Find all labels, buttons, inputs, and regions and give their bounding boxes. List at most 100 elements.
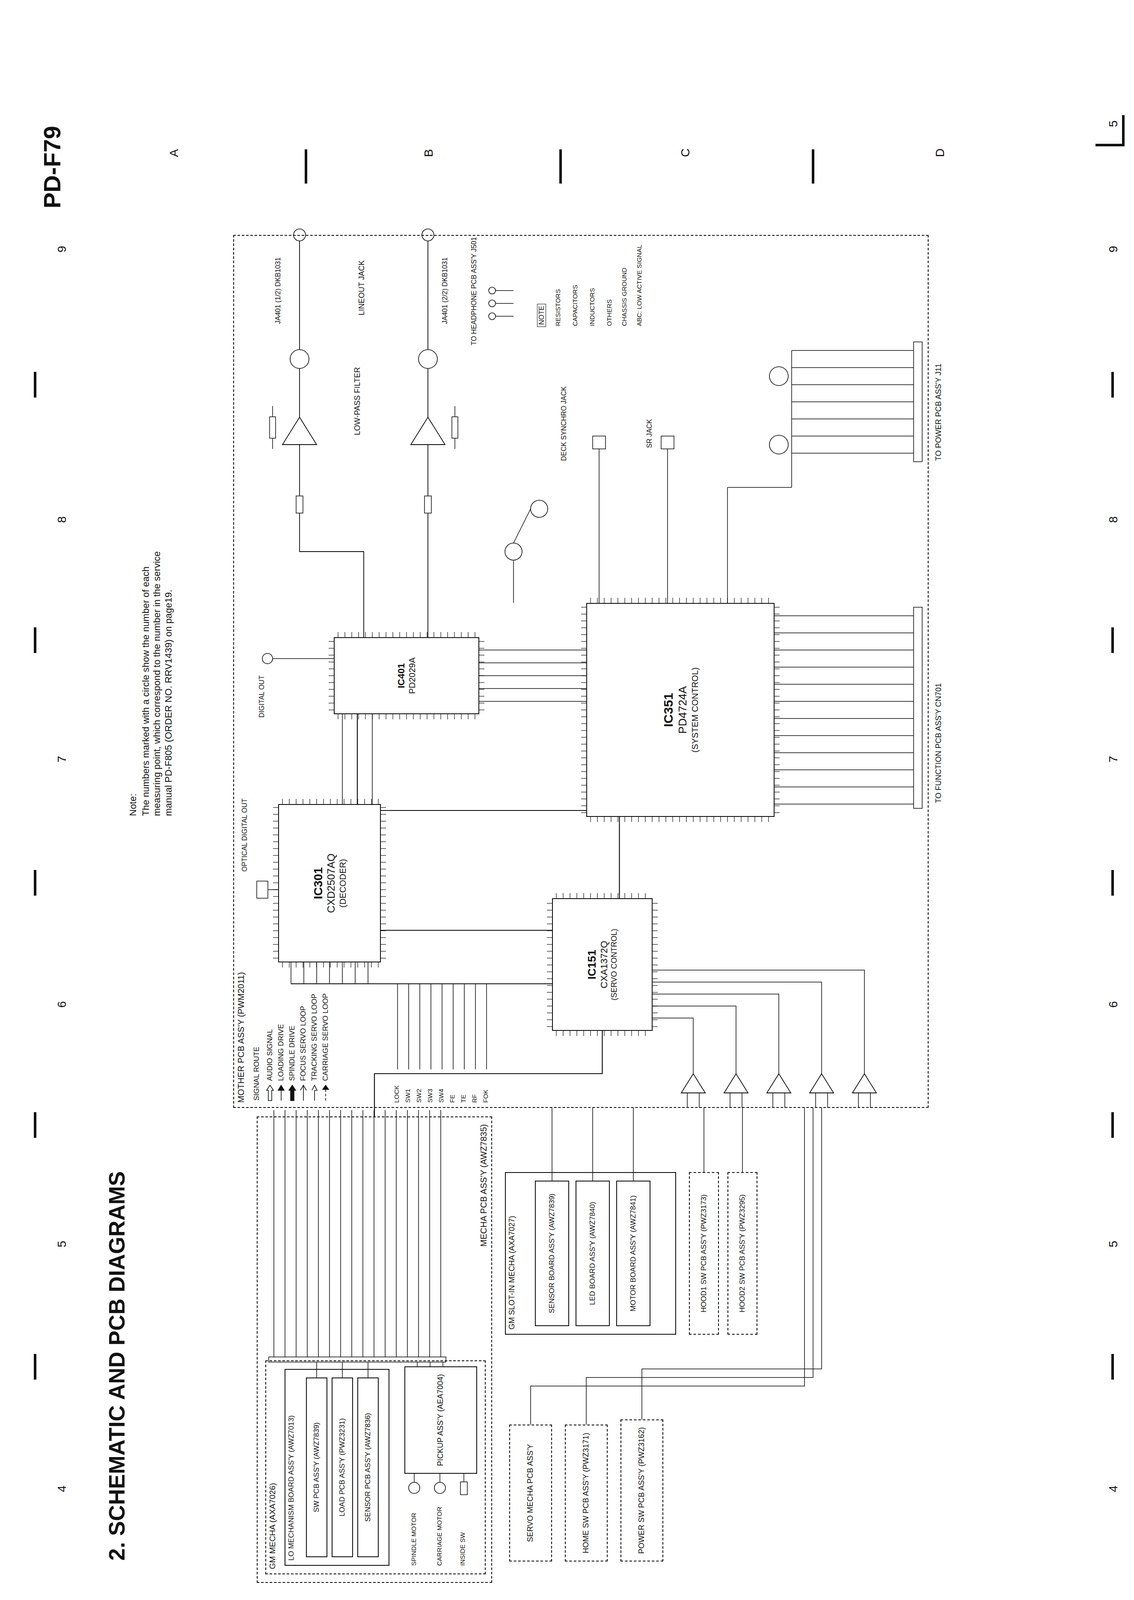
box-label: SW PCB ASS'Y (AWZ7839): [312, 1421, 321, 1514]
part-name: CARRIAGE MOTOR: [435, 1505, 444, 1567]
wire: [479, 649, 587, 651]
opamp-symbol: [852, 1073, 877, 1093]
grid-letter: D: [932, 147, 948, 158]
wire: [290, 962, 292, 984]
ic-pin: [652, 998, 658, 1000]
ic-pin: [309, 962, 310, 968]
ic-pin: [336, 962, 338, 968]
ic-pin: [546, 1012, 553, 1013]
wire: [454, 406, 456, 417]
grid-mark: [33, 1353, 37, 1380]
ic-pin: [596, 893, 598, 899]
ic-pin: [768, 816, 769, 823]
jack-name: SR JACK: [645, 418, 654, 449]
ic-pin: [761, 816, 762, 823]
legend-arrow: [322, 1085, 329, 1101]
ic-pin: [631, 816, 632, 823]
opamp-symbol: [282, 417, 317, 445]
wire: [791, 367, 914, 369]
ic-pin: [350, 798, 351, 805]
wire: [513, 560, 514, 603]
ic-pin: [562, 1030, 564, 1037]
ic-pin: [273, 875, 279, 876]
ic-pin: [652, 1019, 658, 1020]
signal-name: SW2: [415, 1087, 423, 1104]
note-box: NOTE: [537, 303, 547, 327]
ic-pin: [644, 1030, 646, 1037]
audio-wire: [299, 444, 364, 638]
ic-pin: [546, 916, 553, 918]
box-label: SENSOR PCB ASS'Y (AWZ7836): [363, 1412, 373, 1523]
ic-pin: [569, 893, 570, 899]
ic-pin: [479, 641, 485, 642]
ic-pin: [295, 798, 297, 805]
resistor-symbol: [424, 495, 432, 514]
ic-pin: [652, 909, 658, 911]
legend-text: AUDIO SIGNAL: [265, 1028, 275, 1082]
wire: [791, 452, 914, 454]
ic-pin: [323, 962, 324, 968]
ic-pin: [590, 816, 591, 823]
legend-sample: [321, 1084, 330, 1102]
wire: [774, 786, 914, 788]
ic-pin: [328, 709, 334, 710]
wire: [774, 718, 914, 719]
mechanism-region: GM SLOT-IN MECHA (AXA7027)SENSOR BOARD A…: [504, 1172, 677, 1335]
ic-pin: [380, 868, 386, 870]
ic-pin: [454, 714, 455, 720]
signal-connector: [380, 929, 553, 931]
ic-pin: [273, 950, 279, 952]
ic-pin: [665, 597, 666, 603]
ic-pin: [546, 950, 553, 952]
signal-name: SW4: [437, 1087, 446, 1104]
text-group: IC351PD4724A(SYSTEM CONTROL): [587, 603, 774, 817]
ic-pin: [631, 1030, 632, 1037]
wire: [774, 649, 914, 651]
wire: [513, 508, 531, 544]
wire: [479, 675, 587, 677]
ic-pin: [774, 620, 780, 621]
ic-pin: [774, 641, 780, 642]
legend-arrow: [300, 1085, 307, 1101]
ic-pin: [426, 714, 428, 720]
ic-pin: [479, 661, 485, 662]
ic-pin: [581, 668, 587, 669]
ic-pin: [406, 632, 407, 638]
ic-pin: [727, 597, 728, 603]
pcb-box: MOTOR BOARD ASS'Y (AWZ7841): [616, 1180, 651, 1327]
note-text: The numbers marked with a circle show th…: [140, 541, 175, 817]
ic-pin: [581, 812, 587, 813]
wire: [869, 1092, 871, 1108]
pcb-box: LO MECHANISM BOARD ASS'Y (AWZ7013)SW PCB…: [284, 1368, 390, 1566]
grid-mark: [33, 371, 37, 398]
ic-pin: [706, 816, 707, 823]
ic-pin: [378, 714, 380, 720]
connector-symbol: [913, 607, 923, 809]
ic-pin: [774, 709, 780, 710]
ic-pin: [774, 606, 780, 608]
mechanism-region: GM MECHA (AXA7026)LO MECHANISM BOARD ASS…: [265, 1360, 486, 1575]
connector-name: TO POWER PCB ASS'Y J11: [934, 362, 944, 462]
bus-wire: [284, 1110, 286, 1361]
text-group: LOAD PCB ASS'Y (PWZ3231): [332, 1378, 353, 1557]
ic-pin: [546, 902, 553, 904]
bus-wire: [340, 1110, 342, 1361]
ic-pin: [631, 597, 632, 603]
ic-pin: [603, 893, 605, 899]
grid-number: 6: [1106, 1000, 1121, 1009]
ic-pin: [576, 893, 577, 899]
bus-wire: [430, 983, 432, 1070]
ic-pin: [555, 893, 557, 899]
signal-connector: [380, 810, 587, 811]
ic-pin: [546, 1026, 553, 1027]
ic-pin: [344, 714, 345, 720]
ic-pin: [774, 702, 780, 704]
ic-pin: [774, 743, 780, 745]
box-label: LOAD PCB ASS'Y (PWZ3231): [338, 1417, 347, 1518]
ic-pin: [581, 695, 587, 697]
ic-pin: [652, 950, 658, 952]
ic-pin: [350, 962, 351, 968]
note-item: OTHERS: [605, 298, 614, 327]
wire: [463, 1473, 465, 1482]
ic-pin: [652, 930, 658, 931]
